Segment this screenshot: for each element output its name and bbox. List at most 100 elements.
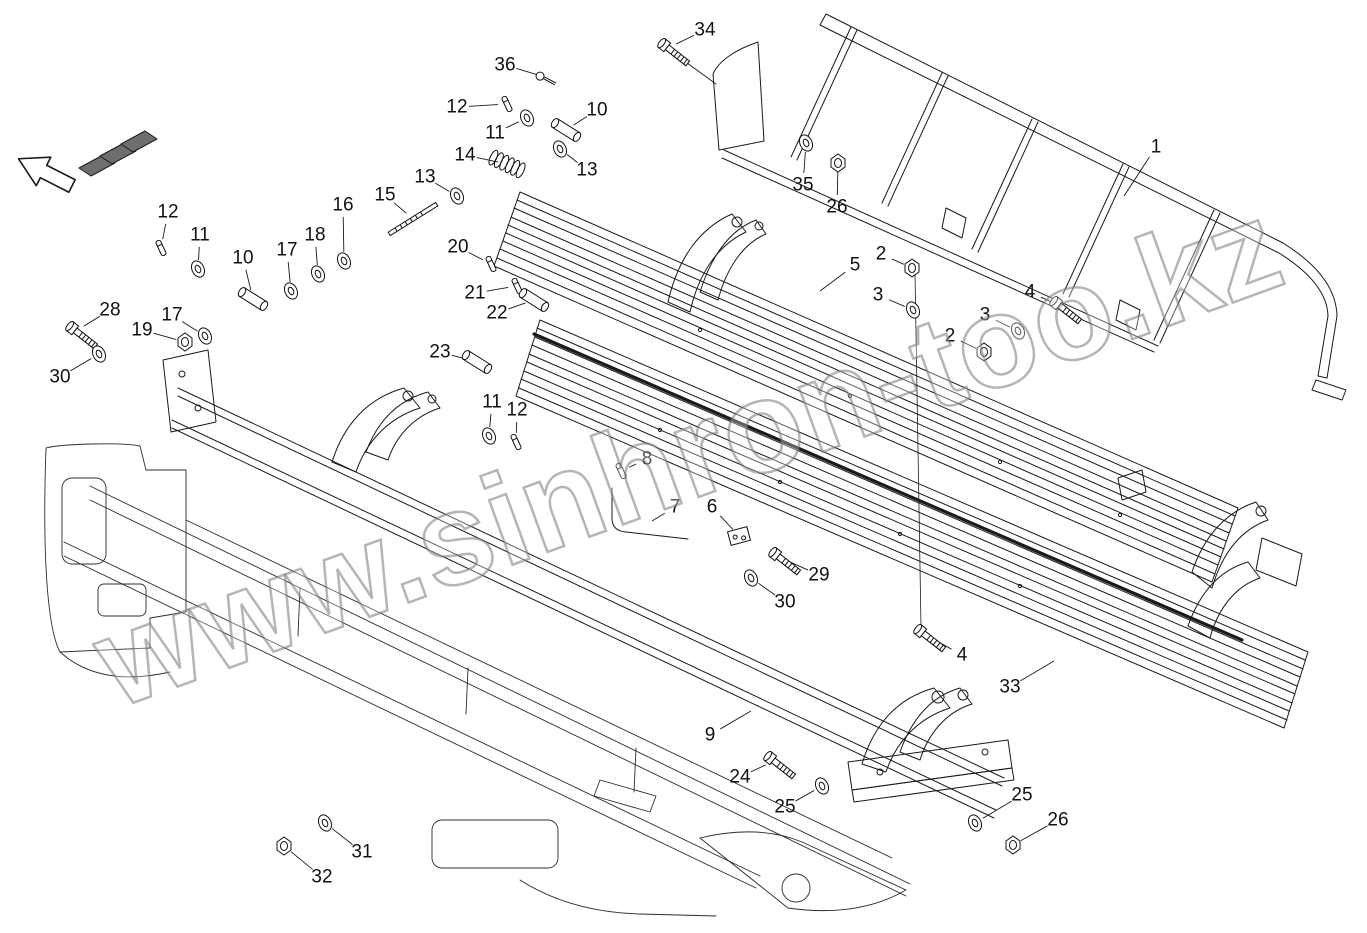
leader-line-25 xyxy=(795,790,815,802)
leader-line-30 xyxy=(758,582,776,596)
leader-line-6 xyxy=(719,515,734,530)
callout-label-36: 36 xyxy=(494,54,516,76)
callout-label-4: 4 xyxy=(1024,281,1036,303)
callout-label-18: 18 xyxy=(304,224,326,246)
callout-label-2: 2 xyxy=(944,325,956,347)
leader-line-24 xyxy=(750,764,767,773)
direction-arrow-icon xyxy=(17,130,158,194)
leader-line-28 xyxy=(83,315,101,327)
leader-line-10 xyxy=(245,269,252,291)
leader-line-25 xyxy=(982,800,1012,819)
callout-label-5: 5 xyxy=(849,254,861,276)
callout-label-9: 9 xyxy=(704,724,716,746)
callout-label-26: 26 xyxy=(1047,809,1069,831)
callout-label-11: 11 xyxy=(485,122,505,144)
callout-label-22: 22 xyxy=(486,302,508,324)
callout-label-29: 29 xyxy=(808,564,830,586)
leader-line-3 xyxy=(888,299,905,307)
callout-label-30: 30 xyxy=(49,366,71,388)
callout-label-31: 31 xyxy=(351,841,373,863)
leader-line-9 xyxy=(720,710,752,730)
leader-line-7 xyxy=(651,512,665,522)
upper-pan xyxy=(493,191,1303,589)
leader-line-21 xyxy=(486,287,509,292)
callout-label-1: 1 xyxy=(1150,136,1162,158)
callout-label-26: 26 xyxy=(826,196,848,218)
callout-label-11: 11 xyxy=(482,391,502,413)
leader-line-13 xyxy=(435,182,450,192)
callout-label-3: 3 xyxy=(872,284,884,306)
leader-line-2 xyxy=(891,258,904,265)
leader-line-22 xyxy=(508,302,526,310)
leader-line-2 xyxy=(960,340,977,349)
leader-line-34 xyxy=(675,34,695,45)
callout-label-16: 16 xyxy=(332,194,354,216)
callout-label-34: 34 xyxy=(694,19,716,41)
callout-label-19: 19 xyxy=(131,319,153,341)
leader-line-11 xyxy=(505,121,520,129)
leader-line-33 xyxy=(1020,660,1055,682)
callout-label-6: 6 xyxy=(706,496,718,518)
leader-line-36 xyxy=(516,68,537,75)
callout-label-13: 13 xyxy=(414,166,436,188)
callout-label-20: 20 xyxy=(447,236,469,258)
leader-line-8 xyxy=(628,463,637,468)
leader-line-1 xyxy=(1123,156,1150,197)
wire-rod xyxy=(611,487,689,540)
leader-line-32 xyxy=(290,851,313,870)
callout-label-25: 25 xyxy=(1011,784,1033,806)
chassis-frame xyxy=(44,443,911,917)
callout-label-25: 25 xyxy=(774,796,796,818)
leader-line-31 xyxy=(331,828,353,845)
callout-label-33: 33 xyxy=(999,676,1021,698)
leader-line-3 xyxy=(995,319,1011,328)
leader-line-20 xyxy=(468,252,484,261)
callout-label-28: 28 xyxy=(99,299,121,321)
callout-label-12: 12 xyxy=(157,201,179,223)
support-bracket xyxy=(847,687,1015,803)
callout-label-30: 30 xyxy=(774,591,796,613)
callout-label-15: 15 xyxy=(374,184,396,206)
callout-label-17: 17 xyxy=(276,239,298,261)
callout-label-4: 4 xyxy=(956,644,968,666)
callout-label-2: 2 xyxy=(875,243,887,265)
leader-line-17 xyxy=(287,261,291,283)
leader-line-26 xyxy=(1020,825,1048,842)
callout-label-12: 12 xyxy=(506,399,528,421)
leader-line-19 xyxy=(153,332,177,341)
leader-line-5 xyxy=(819,271,846,292)
callout-label-7: 7 xyxy=(669,496,681,518)
callout-label-11: 11 xyxy=(190,224,210,246)
lower-pan xyxy=(515,319,1309,729)
leader-line-18 xyxy=(315,246,318,266)
leader-line-26 xyxy=(836,171,839,196)
callout-label-24: 24 xyxy=(729,766,751,788)
callout-label-10: 10 xyxy=(586,99,608,121)
assembly-axis-line xyxy=(914,273,922,627)
leader-line-35 xyxy=(803,151,806,174)
leader-line-13 xyxy=(566,154,578,163)
callout-label-10: 10 xyxy=(232,247,254,269)
callout-label-14: 14 xyxy=(454,144,476,166)
callout-label-32: 32 xyxy=(311,866,333,888)
leader-line-10 xyxy=(573,116,588,126)
frame-rail xyxy=(162,349,1005,819)
guard-rail xyxy=(712,13,1347,401)
leader-line-12 xyxy=(162,223,167,240)
leader-line-12 xyxy=(468,104,499,107)
leader-line-30 xyxy=(70,358,92,372)
callout-label-21: 21 xyxy=(464,282,486,304)
callout-label-12: 12 xyxy=(446,96,468,118)
callout-label-3: 3 xyxy=(979,304,991,326)
callout-label-13: 13 xyxy=(576,159,598,181)
leader-line-17 xyxy=(181,321,198,332)
leader-line-11 xyxy=(198,246,200,261)
leader-line-15 xyxy=(393,202,407,214)
callout-label-17: 17 xyxy=(161,304,183,326)
callout-label-23: 23 xyxy=(429,341,451,363)
leader-line-11 xyxy=(489,413,492,428)
